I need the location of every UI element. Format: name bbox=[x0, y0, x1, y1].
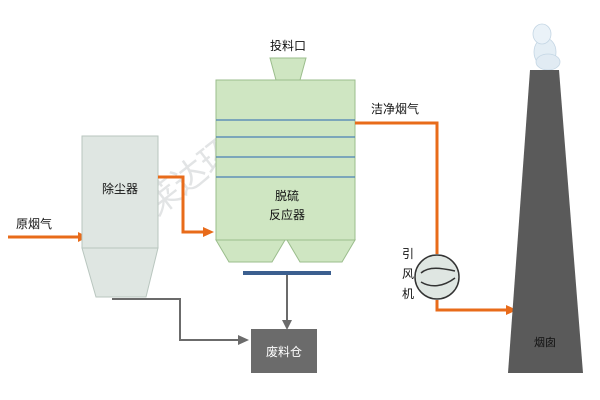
fan-to-chimney-arrowhead bbox=[506, 305, 517, 315]
reactor-base-plate bbox=[243, 271, 331, 275]
waste-bin: 废料仓 bbox=[251, 329, 317, 373]
fan-label-char1: 引 bbox=[402, 247, 414, 261]
waste-bin-label: 废料仓 bbox=[266, 344, 302, 359]
desulfurization-reactor: 脱硫 反应器 bbox=[215, 79, 356, 263]
raw-flue-gas-label: 原烟气 bbox=[16, 216, 52, 231]
dust-collector: 除尘器 bbox=[81, 135, 159, 298]
reactor-label-line1: 脱硫 bbox=[275, 188, 299, 203]
flow-to-reactor-arrowhead bbox=[203, 227, 214, 237]
flow-to-reactor bbox=[158, 175, 203, 234]
waste-pipe-collector bbox=[112, 298, 240, 341]
chimney-label: 烟囱 bbox=[534, 335, 556, 349]
clean-flue-gas-label: 洁净烟气 bbox=[371, 101, 419, 116]
waste-pipe-reactor-arrowhead bbox=[282, 320, 292, 330]
dust-collector-label: 除尘器 bbox=[102, 181, 138, 196]
clean-gas-pipe bbox=[355, 121, 439, 254]
fan-to-chimney-pipe bbox=[435, 300, 506, 312]
reactor-label-line2: 反应器 bbox=[269, 207, 305, 222]
smoke-plume-icon bbox=[532, 23, 561, 71]
feed-port: 投料口 bbox=[269, 38, 307, 81]
chimney: 烟囱 bbox=[508, 70, 583, 373]
waste-pipe-collector-arrowhead bbox=[238, 335, 249, 345]
feed-port-label: 投料口 bbox=[270, 38, 306, 53]
fan-label-char2: 风 bbox=[402, 267, 414, 281]
fan-blade-icon bbox=[420, 267, 456, 287]
induced-draft-fan bbox=[414, 254, 460, 300]
fan-label-char3: 机 bbox=[402, 287, 414, 301]
